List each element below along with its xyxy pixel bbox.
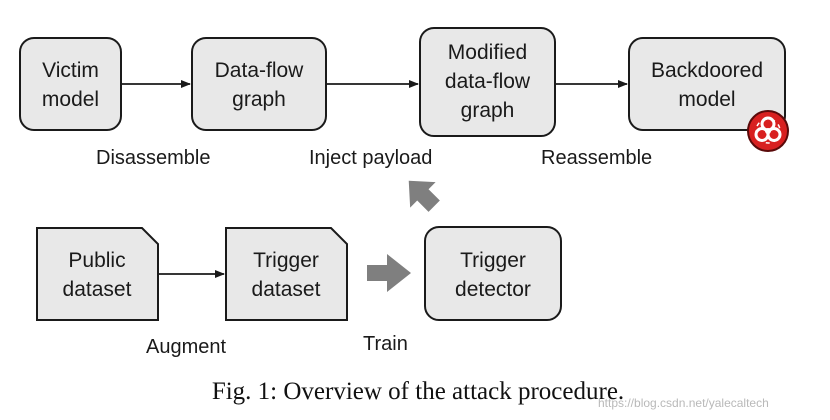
public-dataset-box: Public dataset [36, 227, 159, 321]
victim-model-box: Victim model [19, 37, 122, 131]
train-block-arrow [367, 254, 411, 292]
data-flow-graph-box: Data-flow graph [191, 37, 327, 131]
watermark-text: https://blog.csdn.net/yalecaltech [598, 396, 769, 410]
inject-block-arrow [408, 180, 440, 212]
figure-caption: Fig. 1: Overview of the attack procedure… [212, 378, 624, 405]
backdoored-model-line-1: Backdoored [651, 59, 763, 82]
trigger-detector-line-1: Trigger [460, 249, 526, 272]
step-label-augment: Augment [146, 336, 226, 358]
trigger-dataset-line-2: dataset [252, 278, 321, 301]
trigger-detector-box: Trigger detector [424, 226, 562, 321]
step-label-reassemble: Reassemble [541, 147, 652, 169]
victim-model-line-1: Victim [42, 59, 99, 82]
step-label-disassemble: Disassemble [96, 147, 210, 169]
step-label-train: Train [363, 333, 408, 355]
modified-graph-line-1: Modified [448, 41, 527, 64]
public-dataset-line-1: Public [68, 249, 125, 272]
trigger-detector-line-2: detector [455, 278, 531, 301]
trigger-dataset-line-1: Trigger [253, 249, 319, 272]
data-flow-graph-line-1: Data-flow [215, 59, 305, 82]
modified-graph-line-2: data-flow [445, 70, 531, 93]
backdoored-model-line-2: model [678, 88, 735, 111]
modified-graph-line-3: graph [461, 99, 515, 122]
step-label-inject-payload: Inject payload [309, 147, 432, 169]
public-dataset-line-2: dataset [63, 278, 132, 301]
modified-data-flow-graph-box: Modified data-flow graph [419, 27, 556, 137]
backdoored-model-box: Backdoored model [628, 37, 786, 131]
trigger-dataset-box: Trigger dataset [225, 227, 348, 321]
victim-model-line-2: model [42, 88, 99, 111]
biohazard-icon [747, 110, 789, 152]
data-flow-graph-line-2: graph [232, 88, 286, 111]
